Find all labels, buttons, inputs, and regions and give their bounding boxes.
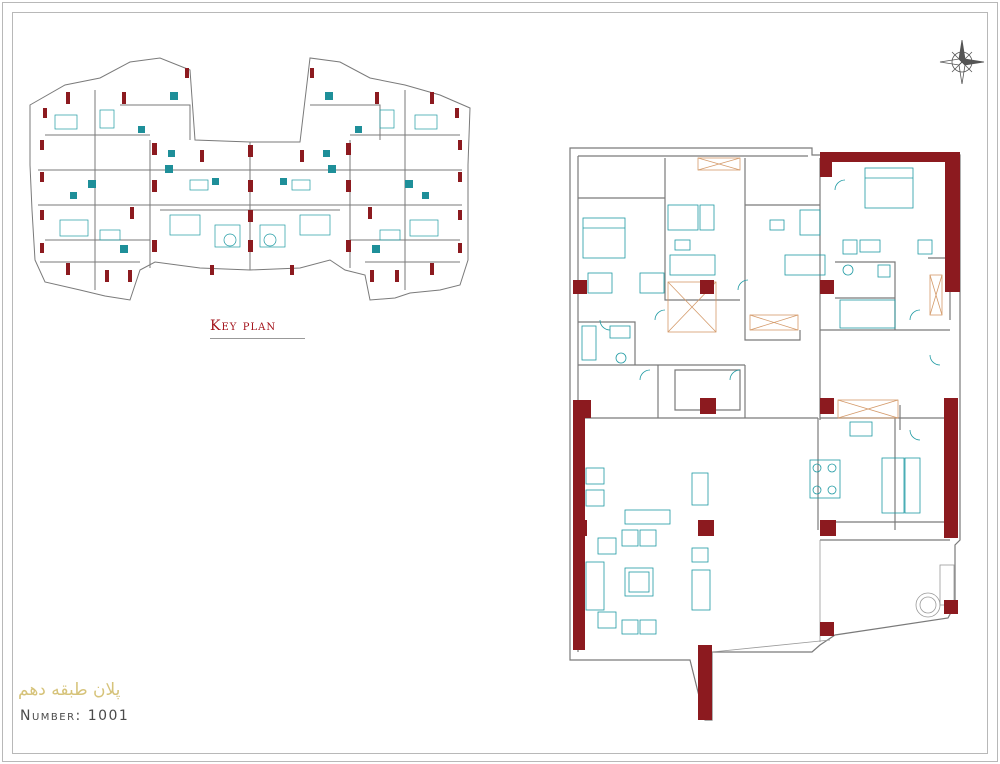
key-plan-label: Key plan bbox=[210, 316, 305, 339]
floor-plan-title: پلان طبقه دهم bbox=[18, 680, 121, 700]
inner-border bbox=[12, 12, 988, 754]
sheet-number: Number: 1001 bbox=[20, 708, 130, 724]
